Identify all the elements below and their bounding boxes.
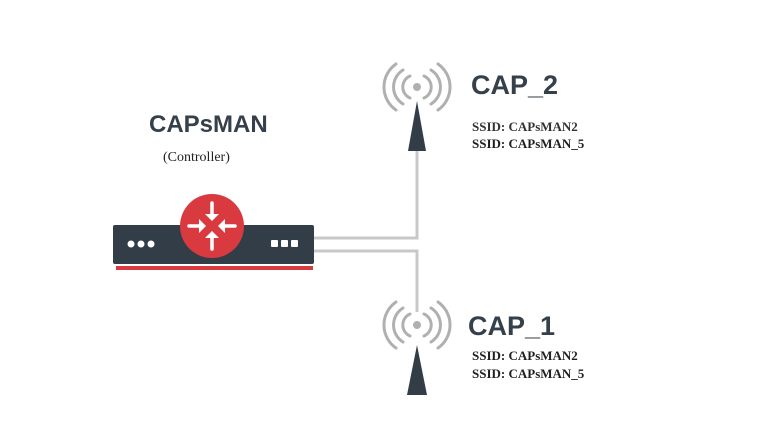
cap1-ssid-1: SSID: CAPsMAN2: [472, 348, 578, 363]
cap1-ssid-2: SSID: CAPsMAN_5: [472, 366, 585, 381]
router-left-leds: [127, 240, 155, 248]
router-icon: [113, 194, 314, 270]
router-arrows-icon: [187, 201, 237, 251]
router-base-stripe: [116, 266, 313, 270]
controller-subtitle: (Controller): [163, 150, 230, 165]
cap1-mast: [407, 345, 427, 395]
cap2-ssid-2: SSID: CAPsMAN_5: [472, 136, 585, 151]
router-badge: [180, 194, 244, 258]
wire-to-cap2: [314, 150, 419, 240]
cap1-title: CAP_1: [468, 311, 556, 341]
cap1-antenna-icon: [382, 300, 452, 395]
router-right-ports: [271, 240, 298, 247]
cap2-antenna-icon: [382, 62, 452, 151]
cap1-waves: [382, 300, 452, 350]
cap2-mast: [408, 101, 426, 151]
wire-to-cap1: [314, 249, 419, 312]
controller-title: CAPsMAN: [149, 111, 268, 138]
cap2-waves: [382, 62, 452, 112]
cap2-ssid-1: SSID: CAPsMAN2: [472, 119, 578, 134]
cap2-title: CAP_2: [471, 70, 559, 100]
connection-lines: [314, 150, 419, 312]
